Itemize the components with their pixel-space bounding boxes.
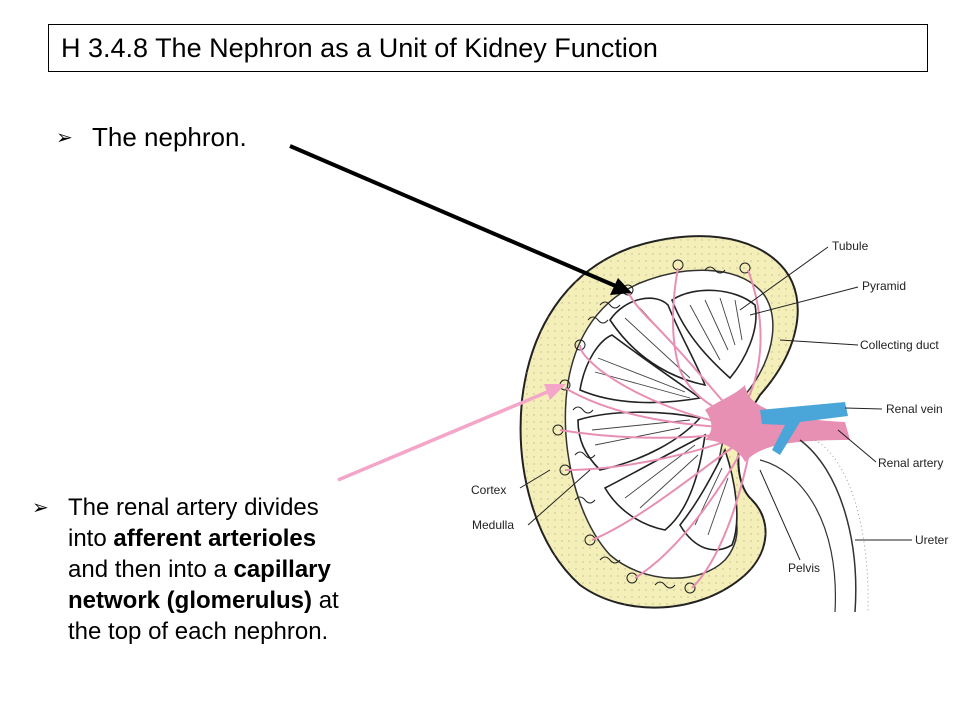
arrow-bullet-icon: ➢	[56, 125, 73, 149]
pyramids	[577, 289, 757, 551]
label-cortex: Cortex	[471, 483, 506, 497]
text-line-1: The renal artery divides	[68, 494, 319, 521]
text-and-then: and then into a	[68, 556, 234, 583]
pointer-arrow-nephron	[289, 144, 632, 295]
label-pyramid: Pyramid	[862, 279, 906, 293]
title-box: H 3.4.8 The Nephron as a Unit of Kidney …	[48, 24, 928, 72]
term-glomerulus: network (glomerulus)	[68, 587, 313, 614]
bullet-nephron-text: The nephron.	[92, 122, 247, 152]
label-renal-artery: Renal artery	[878, 456, 943, 470]
text-line-5: the top of each nephron.	[68, 618, 329, 645]
renal-vein	[760, 402, 848, 455]
glomeruli	[552, 259, 751, 594]
ureter	[799, 439, 857, 613]
pointer-arrow-artery	[337, 384, 566, 482]
label-medulla: Medulla	[472, 518, 514, 532]
text-at: at	[312, 587, 339, 614]
label-tubule: Tubule	[832, 239, 869, 253]
label-renal-vein: Renal vein	[886, 402, 943, 416]
arrow-bullet-icon: ➢	[32, 495, 49, 519]
label-ureter: Ureter	[915, 533, 948, 547]
label-collecting-duct: Collecting duct	[860, 338, 939, 352]
slide-title: H 3.4.8 The Nephron as a Unit of Kidney …	[61, 33, 658, 63]
term-afferent-arterioles: afferent arterioles	[113, 525, 317, 552]
term-capillary: capillary	[233, 556, 331, 583]
label-pelvis: Pelvis	[788, 561, 820, 575]
text-into: into	[68, 525, 114, 552]
bullet-renal-artery-text: The renal artery divides into afferent a…	[68, 492, 448, 647]
